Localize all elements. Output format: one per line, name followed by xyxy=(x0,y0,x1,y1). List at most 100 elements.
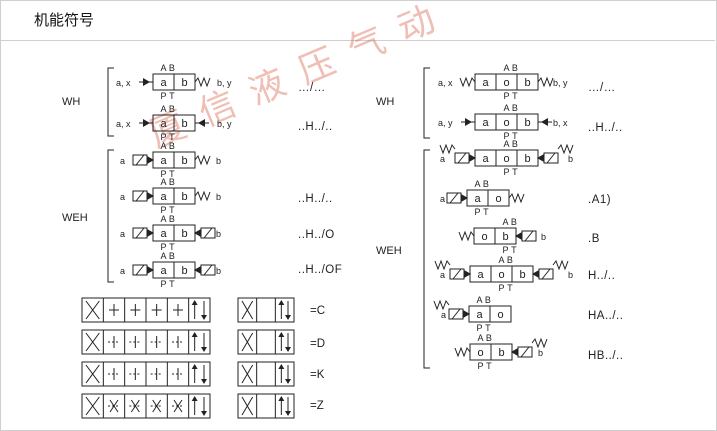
left-valve-4-left-tag: a xyxy=(120,192,125,202)
left-valve-3-cell-letter-2: b xyxy=(181,155,187,167)
spool-compact-d-cross-2 xyxy=(241,332,254,352)
spool-label-k: =K xyxy=(310,369,325,381)
spool-strip-c-arrow-down-head xyxy=(201,315,207,320)
left-valve-2-right-pilot-arrow xyxy=(198,119,205,127)
right-valve-2-port-t: T xyxy=(512,131,518,141)
right-code-row-4: .A1) xyxy=(588,194,612,206)
left-valve-5-left-solenoid-slash xyxy=(135,227,145,239)
right-code-row-6: H../.. xyxy=(588,270,616,282)
right-valve-5-right-solenoid-slash xyxy=(524,230,534,242)
right-valve-7-port-p: P xyxy=(476,323,482,333)
left-valve-5-port-p: P xyxy=(160,242,166,252)
right-valve-1-right-tag: b, y xyxy=(553,78,568,88)
left-valve-5-cell-letter-2: b xyxy=(181,228,187,240)
right-valve-6-cell-letter-3: b xyxy=(519,269,525,281)
right-wh-bracket xyxy=(423,67,430,139)
right-group-weh-label: WEH xyxy=(376,245,402,257)
left-valve-5-left-arrow xyxy=(147,229,154,237)
left-code-row-4: ..H../.. xyxy=(298,193,333,205)
header-bar: 机能符号 xyxy=(0,0,715,41)
right-valve-6-right-solenoid-slash xyxy=(541,268,551,280)
right-valve-8-cell-letter-2: b xyxy=(498,347,504,359)
right-valve-6-port-b: B xyxy=(507,255,513,265)
left-valve-5-right-solenoid-slash xyxy=(203,227,213,239)
right-valve-7-cell-2 xyxy=(489,305,512,323)
left-valve-1-left-pilot-arrow xyxy=(143,78,150,86)
right-valve-3-left-spring xyxy=(439,143,456,155)
left-code-row-1: …/… xyxy=(298,82,326,94)
spool-strip-d-arrow-up-head xyxy=(191,332,198,337)
left-valve-3-port-a: A xyxy=(160,141,166,151)
spool-strip-k-arrow-up-head xyxy=(191,364,198,369)
right-valve-4-cell-letter-2: o xyxy=(495,193,501,205)
right-valve-3-port-a: A xyxy=(503,139,509,149)
spool-compact-c-cross-2 xyxy=(241,300,254,320)
left-valve-6-left-tag: a xyxy=(120,266,125,276)
right-valve-2-left-pilot-arrow xyxy=(465,118,472,126)
left-valve-1-right-tag: b, y xyxy=(217,78,232,88)
right-valve-3-right-tag: b xyxy=(568,154,573,164)
spool-compact-z-arrow-up-head xyxy=(278,396,285,401)
left-valve-4-left-solenoid-slash xyxy=(135,190,145,202)
left-valve-4-left-arrow xyxy=(147,192,154,200)
right-weh-bracket xyxy=(423,149,430,369)
right-valve-7-port-a: A xyxy=(476,295,482,305)
right-valve-8-port-t: T xyxy=(486,361,492,371)
right-valve-3-right-spring xyxy=(557,143,574,155)
spool-compact-z-arrow-down-head xyxy=(285,411,291,416)
right-group-wh-label: WH xyxy=(376,96,395,108)
right-valve-5-port-b: B xyxy=(511,217,517,227)
left-valve-5-left-tag: a xyxy=(120,229,125,239)
right-valve-6-cell-letter-2: o xyxy=(498,269,504,281)
spool-strip-z-x2-1 xyxy=(109,399,119,413)
page-title: 机能符号 xyxy=(34,12,95,29)
left-valve-1-port-t: T xyxy=(169,91,175,101)
right-valve-4-left-solenoid-slash xyxy=(449,192,459,204)
left-valve-3-port-t: T xyxy=(169,169,175,179)
left-valve-2-port-b: B xyxy=(169,104,175,114)
right-valve-3-left-tag: a xyxy=(440,154,445,164)
left-valve-3-port-b: B xyxy=(169,141,175,151)
right-code-row-8: HB../.. xyxy=(588,350,624,362)
right-valve-5-right-tag: b xyxy=(541,232,546,242)
left-valve-4-port-a: A xyxy=(160,177,166,187)
left-weh-bracket xyxy=(107,149,114,283)
spool-strip-z-arrow-down-head xyxy=(201,411,207,416)
left-valve-4-port-b: B xyxy=(169,177,175,187)
left-valve-5-right-tag: b xyxy=(216,229,221,239)
right-valve-6-left-solenoid-slash xyxy=(452,268,462,280)
spool-strip-c-arrow-up-head xyxy=(191,300,198,305)
left-valve-6-left-solenoid-slash xyxy=(135,264,145,276)
left-valve-6-port-a: A xyxy=(160,251,166,261)
left-valve-6-right-arrow xyxy=(194,266,201,274)
spool-strip-k-cross-2 xyxy=(85,364,100,384)
right-valve-3-cell-letter-1: a xyxy=(482,153,489,165)
right-valve-3-left-arrow xyxy=(469,154,476,162)
left-valve-1-right-spring xyxy=(194,76,211,88)
right-valve-2-cell-letter-2: o xyxy=(503,117,509,129)
right-valve-7-port-b: B xyxy=(485,295,491,305)
right-valve-6-left-spring xyxy=(434,259,451,271)
left-valve-3-right-tag: b xyxy=(216,156,221,166)
left-group-weh-label: WEH xyxy=(62,212,88,224)
right-valve-3-left-solenoid-slash xyxy=(457,152,467,164)
left-valve-3-right-spring xyxy=(194,154,211,166)
right-valve-3-port-p: P xyxy=(503,167,509,177)
left-valve-5-port-t: T xyxy=(169,242,175,252)
right-valve-4-port-p: P xyxy=(474,207,480,217)
right-valve-8-port-b: B xyxy=(486,333,492,343)
spool-strip-z-cross-2 xyxy=(85,396,100,416)
left-code-row-5: ..H../O xyxy=(298,229,335,241)
left-valve-3-left-arrow xyxy=(147,156,154,164)
left-valve-6-right-tag: b xyxy=(216,266,221,276)
right-valve-2-port-b: B xyxy=(512,103,518,113)
left-valve-3-left-solenoid-slash xyxy=(135,154,145,166)
right-valve-1-port-b: B xyxy=(512,63,518,73)
left-valve-3-port-p: P xyxy=(160,169,166,179)
right-valve-2-port-a: A xyxy=(503,103,509,113)
left-valve-6-port-p: P xyxy=(160,279,166,289)
left-code-row-2: ..H../.. xyxy=(298,121,333,133)
right-valve-4-port-a: A xyxy=(474,179,480,189)
right-valve-8-left-spring xyxy=(454,346,471,358)
